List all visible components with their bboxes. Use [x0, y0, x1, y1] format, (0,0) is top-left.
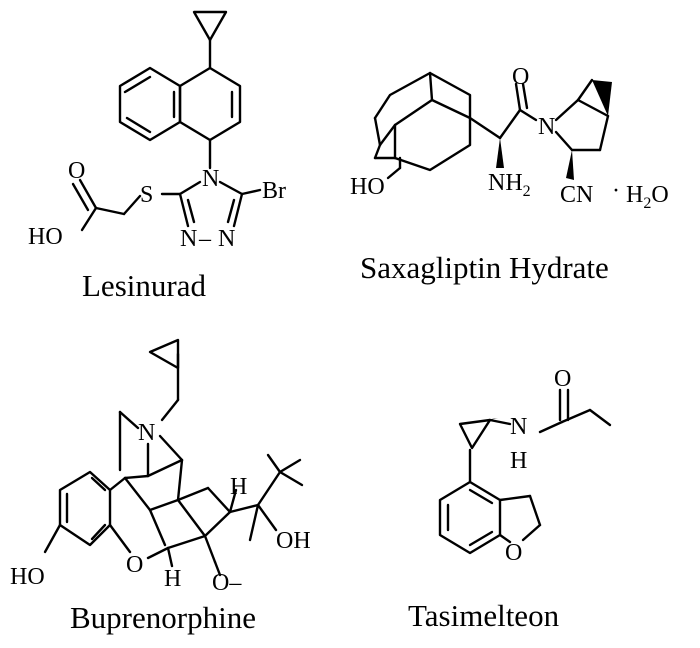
compound-name-tasimelteon: Tasimelteon [408, 598, 560, 633]
tasimelteon-structure [438, 388, 612, 555]
atom-oh: OH [276, 528, 311, 554]
atom-n2: N [218, 226, 235, 252]
atom-ome: O– [212, 570, 242, 596]
atom-h: H [510, 448, 527, 474]
atom-o-carbonyl: O [68, 158, 85, 184]
hydrate-dot: · [612, 178, 620, 204]
atom-nh2: NH2 [488, 170, 531, 200]
atom-h-bottom: H [164, 566, 181, 592]
atom-o: O [512, 64, 529, 90]
buprenorphine-structure [43, 338, 304, 577]
compound-name-lesinurad: Lesinurad [82, 268, 206, 303]
saxagliptin-structure [373, 71, 612, 180]
compound-name-buprenorphine: Buprenorphine [70, 600, 256, 635]
atom-o-ring: O [505, 540, 522, 566]
atom-ho: HO [350, 174, 385, 200]
atom-ho: HO [10, 564, 45, 590]
lesinurad-structure [71, 10, 262, 232]
atom-s: S [140, 182, 153, 208]
atom-n1: N [180, 226, 197, 252]
atom-h-top: H [230, 474, 247, 500]
atom-n: N [538, 114, 555, 140]
atom-br: Br [262, 178, 286, 204]
atom-n4: N [202, 166, 219, 192]
atom-dash: – [198, 226, 212, 252]
atom-o-ring: O [126, 552, 143, 578]
compound-name-saxagliptin: Saxagliptin Hydrate [360, 250, 609, 285]
atom-n: N [138, 420, 155, 446]
hydrate-water: H2O [626, 182, 669, 212]
atom-ho: HO [28, 224, 63, 250]
atom-n: N [510, 414, 527, 440]
atom-o: O [554, 366, 571, 392]
atom-cn: CN [560, 182, 593, 208]
